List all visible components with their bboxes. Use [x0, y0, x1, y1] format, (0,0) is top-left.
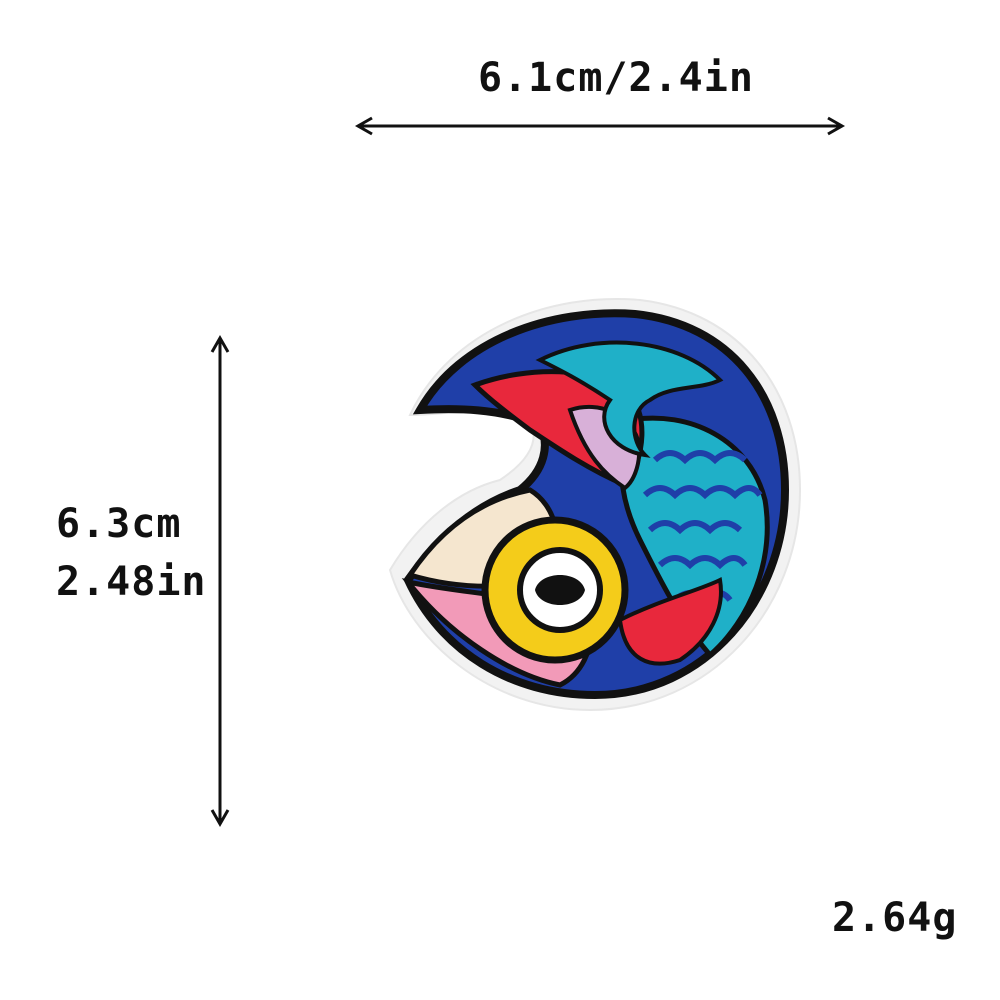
height-measurement-in-label: 2.48in — [56, 559, 207, 605]
fish-wave-teal — [535, 340, 724, 458]
fish-patch-image — [388, 298, 802, 712]
width-arrow — [354, 116, 846, 136]
fish-eye-pupil — [535, 575, 585, 605]
fish-fin-lower-red — [617, 577, 723, 666]
weight-label: 2.64g — [832, 895, 958, 941]
height-measurement-cm-label: 6.3cm — [56, 501, 182, 547]
height-arrow — [210, 334, 230, 828]
width-measurement-label: 6.1cm/2.4in — [478, 55, 754, 101]
fish-scales-teal — [618, 415, 770, 659]
